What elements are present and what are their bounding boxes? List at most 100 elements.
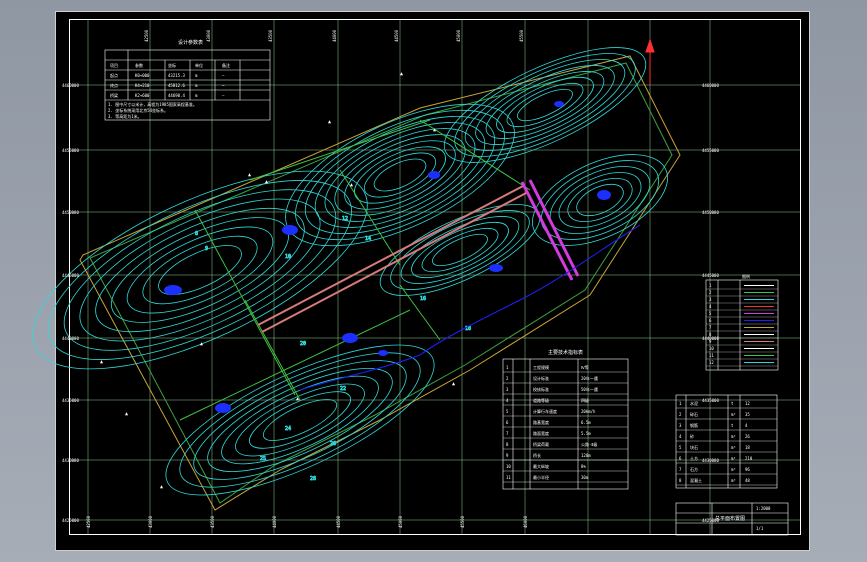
contour-line: [506, 82, 584, 128]
svg-text:▲: ▲: [200, 341, 203, 347]
spec-row-value: 8%: [581, 464, 586, 469]
coord-left: 4460000: [62, 83, 79, 88]
contour-line: [558, 172, 642, 228]
coord-top: 45500: [519, 29, 524, 42]
table-cell: —: [222, 83, 225, 88]
spec-row-num: 8: [506, 442, 509, 447]
contour-label: 25: [260, 456, 266, 462]
road-centerline[interactable]: [257, 184, 529, 333]
bridge[interactable]: [520, 179, 580, 281]
legend-row-num: 6: [709, 318, 712, 323]
legend-title: 图例: [742, 273, 750, 279]
spec-row-value: Ⅳ等: [581, 364, 589, 370]
table-note: 3. 等高距为1米。: [108, 113, 142, 119]
material-cell: 钢筋: [690, 422, 698, 428]
drawing-name: 总平面布置图: [715, 515, 745, 522]
design-parameter-table[interactable]: [104, 49, 271, 121]
contour-label: 8: [195, 231, 198, 237]
contour-line: [496, 76, 594, 134]
coord-bottom: 43000: [148, 515, 153, 528]
svg-text:▲: ▲: [350, 182, 353, 188]
contour-line: [165, 344, 435, 496]
table-header: 坐标: [168, 62, 176, 68]
spec-row-value: 公路-Ⅱ级: [581, 441, 597, 447]
contour-label: 9: [205, 246, 208, 252]
legend-row-num: 5: [709, 311, 712, 316]
contour-line: [464, 59, 626, 151]
contour-line: [432, 233, 488, 267]
material-cell: m³: [731, 412, 736, 417]
spec-row-item: 最小半径: [533, 474, 549, 480]
coord-top: 45000: [456, 29, 461, 42]
drawing-sheet: [55, 11, 810, 551]
spec-row-value: 5.5m: [581, 431, 591, 436]
contour-line: [179, 352, 421, 488]
spec-row-item: 桥长: [533, 452, 541, 458]
site-boundary: [79, 55, 681, 511]
contour-line: [193, 360, 407, 480]
coord-top: 43000: [206, 29, 211, 42]
coord-top: 43500: [268, 29, 273, 42]
material-cell: 12: [745, 401, 750, 406]
svg-text:▲: ▲: [265, 179, 268, 185]
contour-line: [390, 210, 530, 290]
svg-text:▲: ▲: [125, 411, 128, 417]
coord-left: 4455000: [62, 148, 79, 153]
legend-row-num: 9: [709, 339, 712, 344]
contour-label: 26: [330, 441, 336, 447]
coord-bottom: 44500: [336, 515, 341, 528]
material-cell: m³: [731, 445, 736, 450]
table-cell: m: [195, 93, 198, 98]
table-cell: K0+000: [135, 73, 150, 78]
material-cell: 210: [745, 456, 753, 461]
coord-left: 4445000: [62, 273, 79, 278]
material-table[interactable]: [675, 394, 778, 489]
coord-right: 4440000: [702, 336, 719, 341]
material-cell: 48: [745, 478, 750, 483]
table-cell: —: [222, 73, 225, 78]
spec-table[interactable]: [502, 358, 629, 490]
material-cell: t: [731, 423, 734, 428]
contour-line: [400, 216, 520, 284]
spec-row-num: 6: [506, 420, 509, 425]
spec-table-title: 主要技术指标表: [548, 349, 583, 356]
spec-row-num: 7: [506, 431, 509, 436]
material-cell: 水泥: [690, 400, 698, 406]
contour-line: [576, 183, 624, 217]
spec-row-num: 11: [506, 475, 511, 480]
material-cell: 6: [679, 456, 682, 461]
material-cell: 5: [679, 445, 682, 450]
legend-table[interactable]: [705, 279, 779, 371]
svg-text:▲: ▲: [296, 396, 299, 402]
coord-right: 4430000: [702, 458, 719, 463]
table-header: 项目: [110, 62, 118, 68]
material-cell: m³: [731, 467, 736, 472]
table-header: 备注: [222, 62, 230, 68]
title-block[interactable]: [675, 502, 789, 536]
contour-line: [540, 160, 660, 240]
svg-text:▲: ▲: [100, 359, 103, 365]
coord-left: 4450000: [62, 210, 79, 215]
spec-row-num: 5: [506, 409, 509, 414]
contour-line: [32, 170, 368, 370]
spec-row-item: 校核标准: [533, 386, 549, 392]
coord-bottom: 46000: [523, 515, 528, 528]
spec-row-value: 6.5m: [581, 420, 591, 425]
table-note: 1. 图中尺寸以米计，高程为1985国家高程基准。: [108, 101, 197, 107]
spec-row-num: 1: [506, 365, 509, 370]
coord-left: 4425000: [62, 518, 79, 523]
contour-label: 16: [420, 296, 426, 302]
material-cell: t: [731, 401, 734, 406]
contour-line: [207, 368, 393, 472]
sheet-number: 1/1: [756, 526, 764, 531]
coord-top: 42500: [144, 29, 149, 42]
coordinate-labels: 4460000445500044500004445000444000044350…: [62, 29, 719, 528]
contour-line: [517, 88, 573, 122]
material-cell: 1: [679, 401, 682, 406]
spec-row-num: 9: [506, 453, 509, 458]
material-cell: 2: [679, 412, 682, 417]
contour-line: [354, 146, 446, 204]
